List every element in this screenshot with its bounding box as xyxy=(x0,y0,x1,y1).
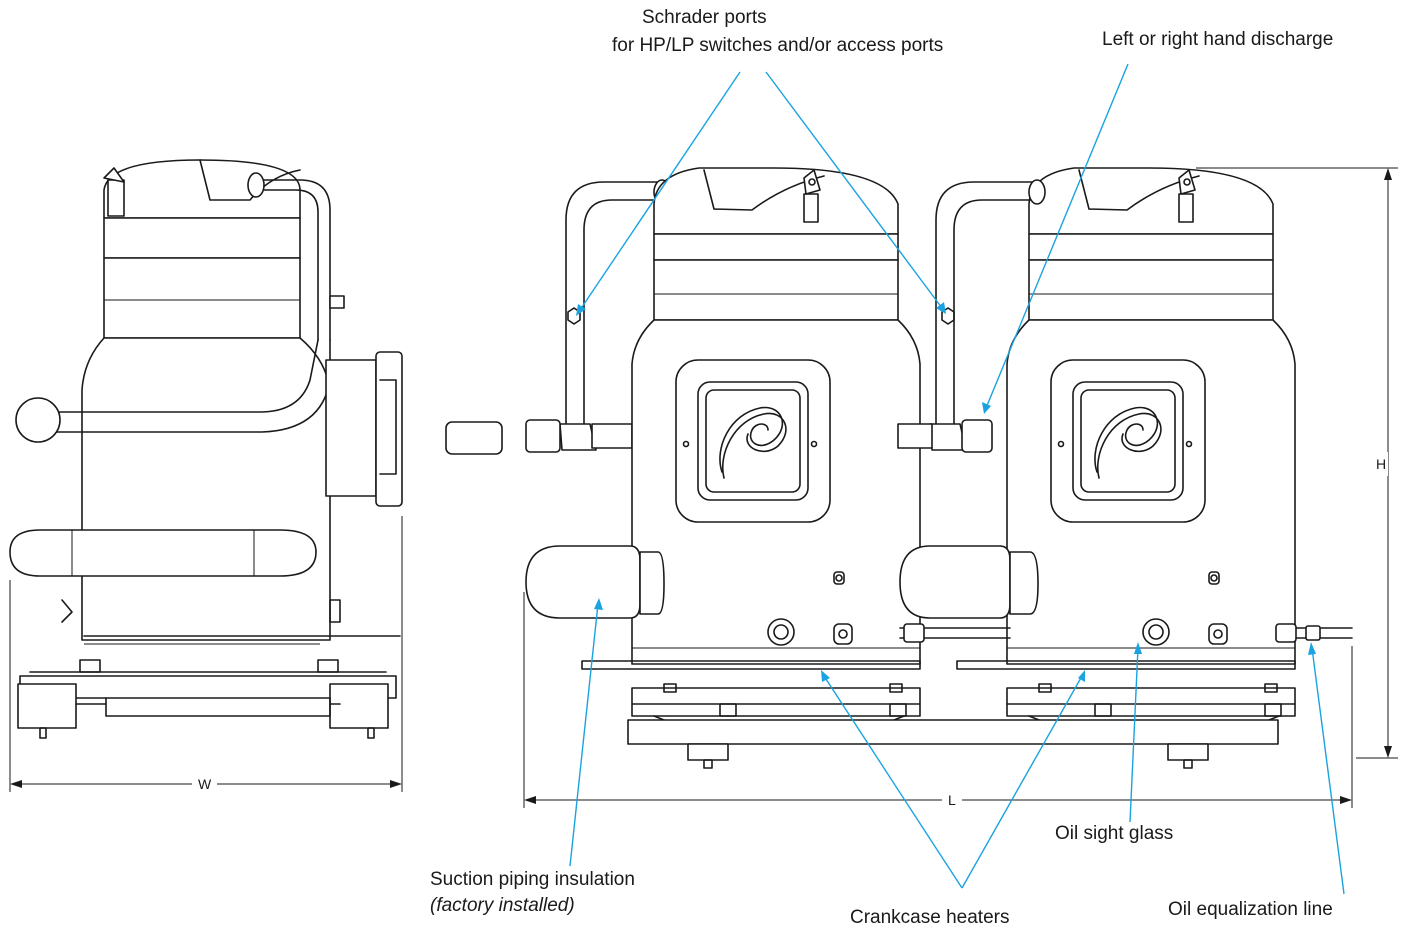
schrader-label-subtitle: for HP/LP switches and/or access ports xyxy=(612,35,944,56)
dimension-length-label: L xyxy=(942,792,962,808)
side-view xyxy=(9,159,403,792)
schrader-label-title: Schrader ports xyxy=(642,7,767,28)
front-view xyxy=(445,167,1398,808)
dimension-width-label: W xyxy=(192,776,218,792)
oil-equalization-label: Oil equalization line xyxy=(1168,899,1333,920)
suction-insulation-note: (factory installed) xyxy=(430,895,575,916)
oil-sight-glass-label: Oil sight glass xyxy=(1055,823,1174,844)
leader-lines xyxy=(569,63,1345,895)
dimension-height-label: H xyxy=(1374,452,1389,476)
crankcase-heaters-label: Crankcase heaters xyxy=(850,907,1010,928)
suction-insulation-label: Suction piping insulation xyxy=(430,869,635,890)
discharge-label: Left or right hand discharge xyxy=(1102,29,1334,50)
